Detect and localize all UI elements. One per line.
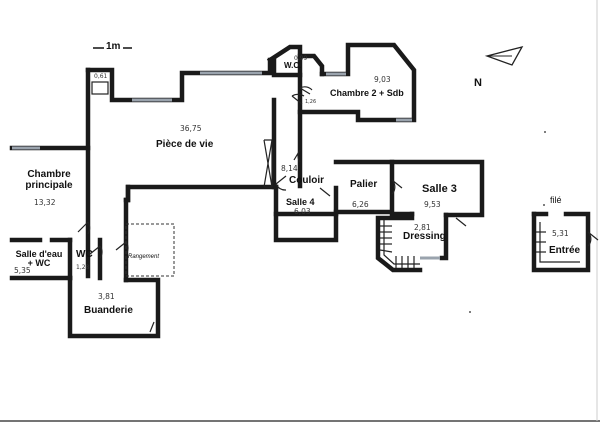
area-wc-bas: 1,28 [76, 264, 90, 271]
area-salle-eau: 5,35 [14, 266, 31, 275]
north-label: N [474, 77, 482, 89]
room-palier: Palier [350, 179, 378, 190]
area-chambre-principale: 13,32 [34, 198, 56, 207]
area-buanderie: 3,81 [98, 292, 115, 301]
rangement-box [125, 223, 175, 277]
entree-stairs [536, 222, 580, 263]
room-name-line2: + WC [27, 258, 51, 269]
room-name-line1: Chambre [27, 169, 71, 180]
details [91, 81, 580, 313]
room-chambre2: Chambre 2 + Sdb [330, 88, 404, 98]
room-name-line2: principale [25, 179, 73, 191]
area-chambre2: 9,03 [374, 75, 391, 84]
entree-tag: filé [550, 195, 562, 205]
room-name-line1: Salle d'eau [15, 249, 63, 259]
walls [9, 42, 591, 339]
area-small: 1,26 [305, 99, 317, 105]
room-entree: Entrée [549, 245, 581, 256]
area-placard: 0,61 [94, 73, 108, 80]
area-palier: 6,26 [352, 200, 369, 209]
north-arrow [484, 45, 524, 66]
room-dressing: Dressing [403, 231, 446, 242]
room-buanderie: Buanderie [84, 305, 133, 316]
area-couloir: 8,14 [281, 164, 298, 173]
area-piece-de-vie: 36,75 [180, 124, 202, 133]
room-salle3: Salle 3 [422, 183, 457, 195]
doors [77, 86, 599, 333]
area-salle4: 6,03 [294, 207, 311, 216]
room-salle-eau: Salle d'eau + WC [10, 249, 68, 269]
area-salle3: 9,53 [424, 200, 441, 209]
room-rangement: Rangement [128, 254, 160, 260]
windows [12, 71, 440, 260]
staircase [379, 220, 420, 268]
room-wc-haut: W.C. [284, 61, 302, 70]
room-piece-de-vie: Pièce de vie [156, 139, 214, 150]
room-chambre-principale: Chambre principale [14, 169, 84, 191]
room-wc-bas: WC [76, 249, 93, 260]
area-wc-haut: 0,99 [294, 55, 308, 62]
area-entree: 5,31 [552, 229, 569, 238]
scale-label: 1m [106, 41, 121, 52]
area-dressing: 2,81 [414, 223, 431, 232]
placard-box [91, 81, 109, 95]
room-salle4: Salle 4 [286, 197, 315, 207]
room-couloir: Couloir [289, 175, 324, 186]
